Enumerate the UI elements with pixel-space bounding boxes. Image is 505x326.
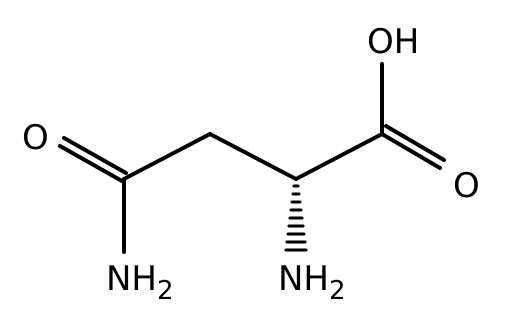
amide-carbonyl-bond-2 [62, 136, 128, 175]
amide-ch2-bond [122, 132, 212, 181]
bonds [58, 62, 446, 254]
alpha-amine-label: NH2 [278, 259, 346, 306]
atom-labels: OH O O NH2 NH2 [18, 22, 482, 306]
hashed-wedge-bond [284, 184, 308, 252]
amide-oxygen-label: O [22, 118, 49, 158]
carboxyl-carbonyl-bond-2 [384, 124, 446, 162]
amide-oxygen-label-bg [18, 118, 52, 158]
alpha-amine-subscript: 2 [329, 276, 346, 306]
calpha-carboxyl-bond [294, 132, 384, 181]
amide-nitrogen-label-bg [100, 258, 184, 304]
amide-nitrogen-element: NH [106, 259, 157, 299]
carboxyl-carbonyl-bond-1 [380, 132, 442, 170]
alpha-amine-element: NH [278, 259, 329, 299]
amide-nitrogen-subscript: 2 [157, 276, 174, 306]
amide-carbonyl-bond-1 [58, 144, 124, 183]
acid-oxygen-label-bg [448, 166, 482, 206]
amide-nitrogen-label: NH2 [106, 259, 174, 306]
acid-oxygen-label: O [453, 166, 480, 206]
ch2-calpha-bond [208, 132, 298, 181]
hydroxyl-label: OH [367, 22, 419, 62]
alpha-amine-label-bg [272, 258, 356, 304]
hydroxyl-label-bg [362, 22, 432, 62]
